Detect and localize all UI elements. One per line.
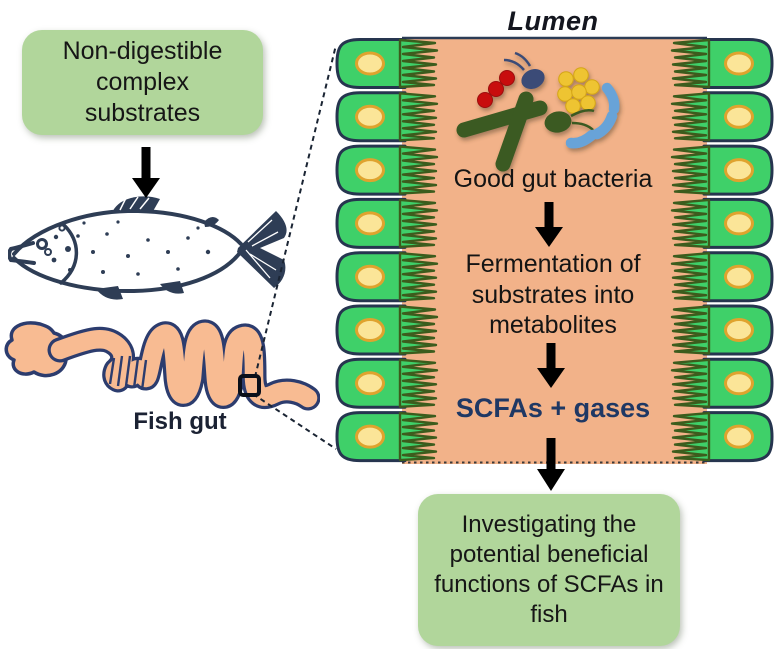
zoom-region-square [238,374,261,397]
pelvic-fins [96,281,184,300]
intestine-core [50,322,318,408]
top-box-label: Non-digestible complex substrates [62,36,223,128]
bottom-box: Investigating the potential beneficial f… [418,494,680,646]
bacteria-cluster [456,51,620,172]
stomach [4,321,71,378]
gut-epithelium-panel [335,36,774,464]
red-cocci-chain-icon [477,70,515,108]
step-scfas-gases: SCFAs + gases [455,393,651,423]
step-good-gut-bacteria: Good gut bacteria [453,165,653,193]
top-box: Non-digestible complex substrates [22,30,263,135]
dorsal-fin [112,196,160,213]
fish-illustration [8,196,287,300]
adipose-fin [204,216,219,227]
lumen-title: Lumen [507,6,599,36]
green-rod-cross-icon [456,91,548,172]
lumen-background [402,37,707,464]
step-fermentation: Fermentation of substrates into metaboli… [465,250,641,339]
green-flagellated-bacterium-icon [544,108,595,133]
fish-gut-illustration [4,319,320,411]
bottom-box-label: Investigating the potential beneficial f… [434,511,664,628]
fish-spots [44,220,211,276]
navy-flagellated-coccus-icon [503,51,545,89]
fish-gut-label: Fish gut [133,408,227,435]
tail-fin [237,211,287,288]
yellow-cocci-cluster-icon [557,67,600,114]
blue-curved-rod-chain-icon [565,82,620,149]
gut-folds [108,355,148,391]
arrow-down-1 [132,147,160,198]
